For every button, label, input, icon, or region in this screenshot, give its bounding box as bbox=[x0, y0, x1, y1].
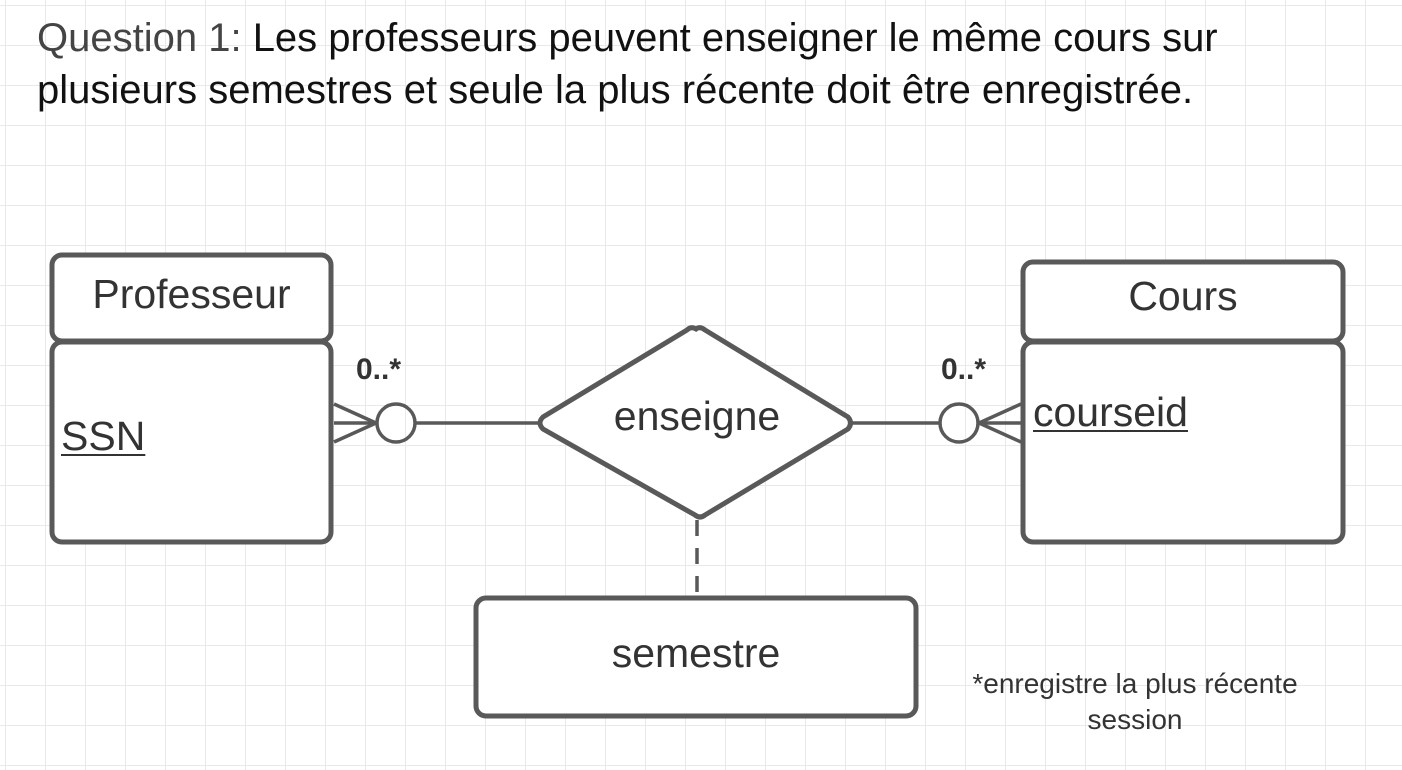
note-line-1: *enregistre la plus récente bbox=[972, 668, 1298, 699]
semestre-label: semestre bbox=[611, 630, 781, 676]
cours-title: Cours bbox=[1128, 273, 1238, 319]
left-zero-circle bbox=[375, 402, 417, 444]
professeur-body-box[interactable] bbox=[49, 339, 334, 545]
cours-attribute-courseid: courseid bbox=[1033, 389, 1188, 435]
right-crowfoot-lower bbox=[978, 421, 1022, 444]
professeur-title: Professeur bbox=[92, 271, 291, 317]
left-crowfoot-upper bbox=[333, 402, 377, 425]
semestre-box[interactable] bbox=[473, 595, 919, 719]
note-line-2: session bbox=[1087, 704, 1183, 735]
cours-body-box[interactable] bbox=[1020, 339, 1346, 545]
annotation-note: *enregistre la plus récente session bbox=[930, 666, 1340, 738]
right-zero-circle bbox=[938, 402, 980, 444]
question-text: Question 1: Les professeurs peuvent ense… bbox=[37, 12, 1367, 116]
left-crowfoot-lower bbox=[333, 421, 377, 444]
question-label: Question 1: bbox=[37, 16, 253, 60]
professeur-attribute-ssn: SSN bbox=[61, 413, 146, 459]
question-body: Les professeurs peuvent enseigner le mêm… bbox=[37, 16, 1218, 112]
relationship-label: enseigne bbox=[613, 393, 781, 439]
left-connector[interactable] bbox=[333, 402, 541, 444]
right-connector[interactable] bbox=[852, 402, 1022, 444]
enseigne-diamond[interactable] bbox=[537, 325, 853, 520]
right-crowfoot-upper bbox=[978, 402, 1022, 425]
left-cardinality: 0..* bbox=[356, 353, 402, 386]
right-cardinality: 0..* bbox=[941, 353, 987, 386]
